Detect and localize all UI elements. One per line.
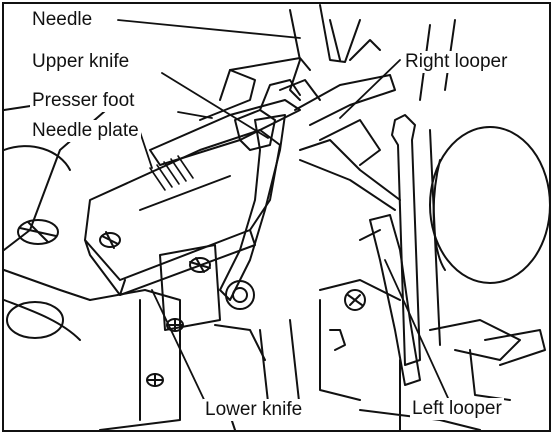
label-needle-plate: Needle plate	[30, 120, 141, 142]
leader-needle	[117, 19, 301, 39]
label-presser-foot: Presser foot	[30, 90, 137, 112]
lower-frame-drawing	[89, 289, 301, 431]
leader-right-looper	[339, 59, 401, 119]
leader-upper-knife	[161, 72, 269, 139]
right-looper-drawing	[294, 74, 401, 211]
upper-knife-drawing	[234, 79, 301, 151]
label-right-looper: Right looper	[403, 51, 510, 73]
label-left-looper: Left looper	[410, 398, 504, 420]
leader-left-looper	[384, 259, 449, 399]
label-needle: Needle	[30, 9, 95, 31]
leader-lower-knife	[151, 289, 209, 409]
leader-needle-plate	[139, 131, 153, 169]
leader-lines	[117, 19, 449, 409]
leader-presser-foot	[177, 111, 213, 119]
label-upper-knife: Upper knife	[30, 51, 132, 73]
needle-assembly-drawing	[279, 4, 381, 101]
presser-foot-drawing	[149, 57, 311, 166]
label-lower-knife: Lower knife	[203, 399, 305, 421]
left-looper-drawing	[319, 214, 421, 401]
